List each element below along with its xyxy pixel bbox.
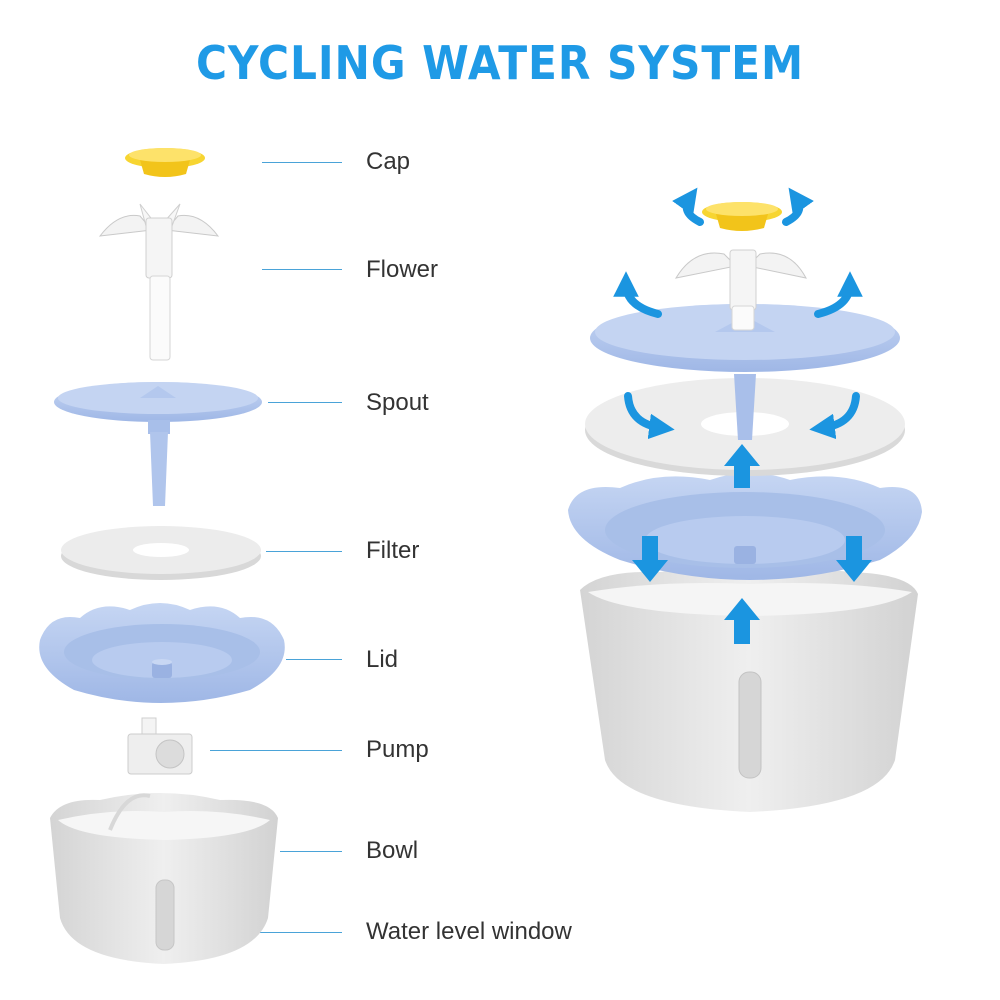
- assembled-spout: [590, 304, 900, 440]
- arrow-cap-left: [672, 187, 704, 226]
- label-spout: Spout: [366, 389, 429, 416]
- lid-part: [39, 603, 285, 703]
- pump-part: [127, 717, 193, 775]
- flower-leader-line: [262, 269, 342, 270]
- arrow-up-center: [724, 444, 760, 488]
- cap-leader-line: [262, 162, 342, 163]
- lid-leader-line: [286, 659, 342, 660]
- label-lid: Lid: [366, 646, 399, 673]
- arrow-flower-right: [814, 271, 863, 318]
- label-filter: Filter: [366, 537, 420, 564]
- flow-arrows: [613, 187, 863, 440]
- vertical-arrows: [632, 444, 872, 644]
- filter-part: [61, 526, 261, 580]
- arrow-filter-left: [624, 392, 675, 440]
- bowl-leader-line: [280, 851, 342, 852]
- arrow-up-bottom: [724, 598, 760, 644]
- diagram-title: CYCLING WATER SYSTEM: [195, 36, 805, 90]
- flower-part: [98, 203, 220, 361]
- spout-part: [54, 382, 262, 506]
- pump-leader-line: [210, 750, 342, 751]
- arrow-down-right: [836, 536, 872, 582]
- assembled-cap: [702, 202, 782, 231]
- assembled-bowl: [580, 566, 918, 812]
- assembled-flower: [674, 249, 807, 331]
- cap-part: [125, 148, 205, 177]
- label-bowl: Bowl: [366, 837, 419, 864]
- label-pump: Pump: [366, 736, 429, 763]
- filter-leader-line: [266, 551, 342, 552]
- spout-leader-line: [268, 402, 342, 403]
- arrow-down-left: [632, 536, 668, 582]
- arrow-flower-left: [613, 271, 662, 318]
- label-cap: Cap: [366, 148, 411, 175]
- arrow-cap-right: [782, 187, 814, 226]
- bowl-part: [50, 793, 278, 964]
- arrow-filter-right: [809, 392, 860, 440]
- label-water-level-window: Water level window: [366, 918, 572, 945]
- assembled-lid: [568, 473, 922, 580]
- label-flower: Flower: [366, 256, 439, 283]
